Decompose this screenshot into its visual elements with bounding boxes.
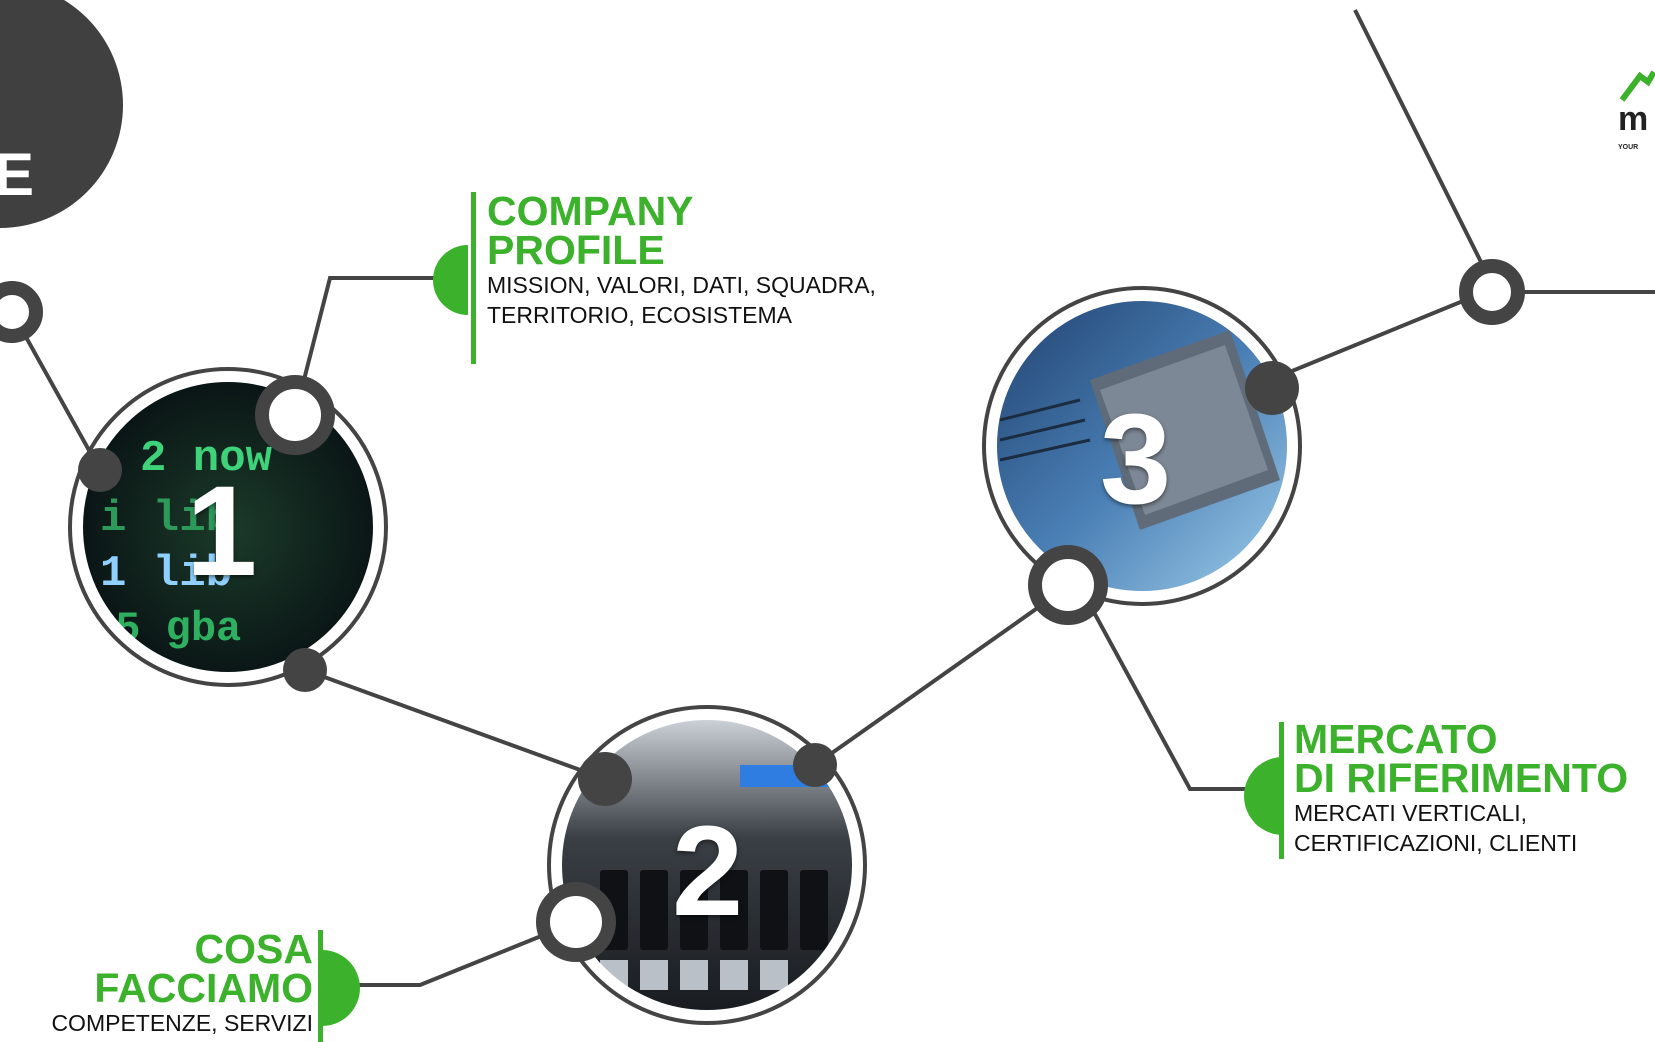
header-shape (0, 0, 123, 228)
accent-tabs (322, 245, 1283, 1026)
section-2-bar (318, 930, 323, 1042)
section-1-title-line1: COMPANY (487, 188, 694, 234)
section-1-text[interactable]: COMPANY PROFILE MISSION, VALORI, DATI, S… (487, 188, 876, 330)
company-logo[interactable]: m YOUR (1614, 60, 1655, 160)
section-1-title-line2: PROFILE (487, 227, 665, 273)
section-3-number: 3 (1100, 388, 1172, 531)
section-3-image (982, 286, 1302, 606)
section-3-text[interactable]: MERCATO DI RIFERIMENTO MERCATI VERTICALI… (1294, 716, 1629, 858)
header-partial-letter: E (0, 141, 35, 208)
section-1-bar (471, 192, 476, 364)
svg-text:1 lib: 1 lib (100, 549, 232, 599)
section-2-number: 2 (672, 800, 744, 943)
section-1-image: 2 now i lib 1 lib 45 gba (68, 367, 388, 687)
logo-tagline: YOUR (1618, 144, 1639, 151)
ring-nodes (0, 259, 1525, 962)
section-3-desc-line2: CERTIFICAZIONI, CLIENTI (1294, 830, 1578, 856)
section-1-desc-line1: MISSION, VALORI, DATI, SQUADRA, (487, 272, 876, 298)
connector-dots (78, 361, 1299, 806)
section-2-title-line2: FACCIAMO (94, 965, 313, 1011)
connector-lines (10, 9, 1655, 987)
logo-text: m (1618, 100, 1649, 138)
section-3-bar (1279, 722, 1284, 859)
section-2-title-line1: COSA (194, 926, 313, 972)
section-1-number: 1 (186, 460, 258, 603)
svg-text:i lib: i lib (100, 494, 232, 544)
svg-text:2 now: 2 now (140, 434, 273, 484)
section-3-desc-line1: MERCATI VERTICALI, (1294, 800, 1528, 826)
logo-mark-icon (1619, 70, 1655, 102)
section-2-text[interactable]: COSA FACCIAMO COMPETENZE, SERVIZI (51, 926, 313, 1038)
section-3-title-line2: DI RIFERIMENTO (1294, 755, 1629, 801)
section-2-desc-line1: COMPETENZE, SERVIZI (51, 1010, 313, 1036)
section-3-title-line1: MERCATO (1294, 716, 1498, 762)
section-1-desc-line2: TERRITORIO, ECOSISTEMA (487, 302, 792, 328)
